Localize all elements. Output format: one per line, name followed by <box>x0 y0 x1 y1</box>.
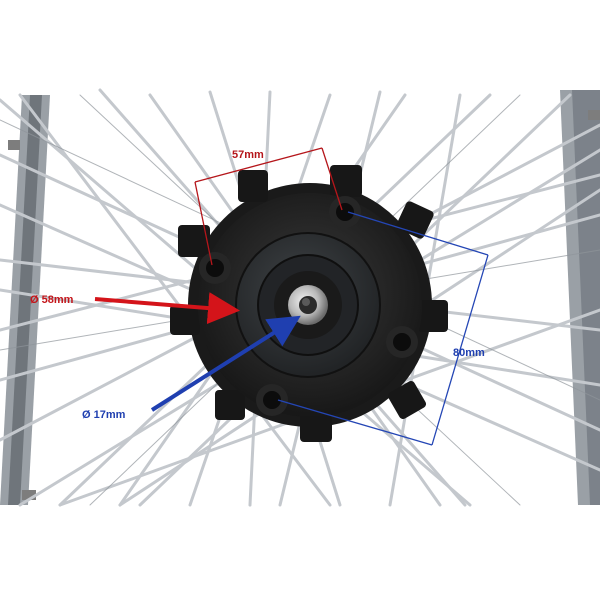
dimension-80mm <box>277 211 489 446</box>
wheel-rim <box>0 90 600 505</box>
label-80mm: 80mm <box>453 347 485 359</box>
arrow-17mm <box>150 315 301 412</box>
dimension-57mm <box>194 147 343 266</box>
label-57mm: 57mm <box>232 149 264 161</box>
label-17mm: Ø 17mm <box>82 409 126 421</box>
label-58mm: Ø 58mm <box>30 294 74 306</box>
arrow-58mm <box>94 292 240 325</box>
hub-flange <box>170 165 448 442</box>
bolt-holes <box>199 196 418 416</box>
